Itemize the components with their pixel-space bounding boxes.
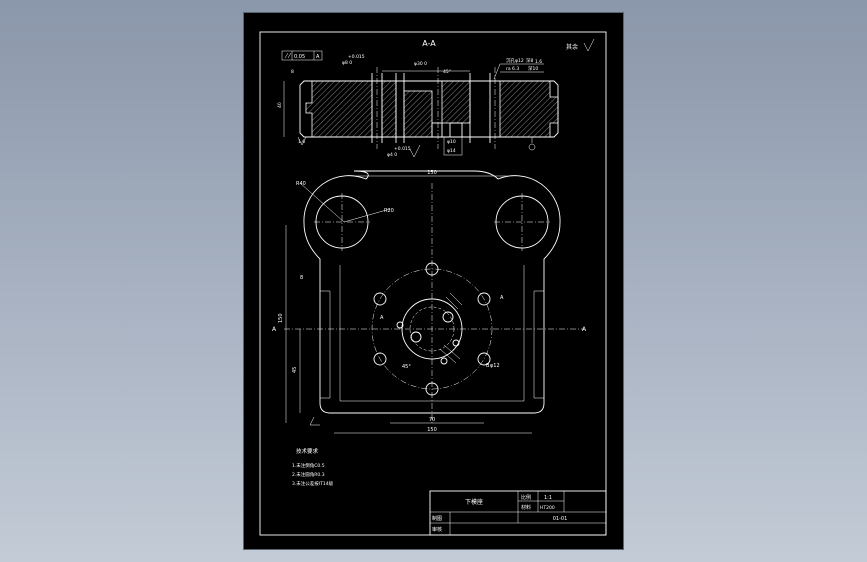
section-dim-phi10: φ10 [447, 139, 456, 145]
plan-dim-left-150: 150 [278, 313, 284, 323]
section-depth-8: 深8 [526, 57, 533, 64]
plan-label-b: B [486, 363, 490, 369]
bolt-circle [371, 268, 493, 390]
note-2: 2.未注圆角R0.3 [292, 471, 325, 478]
notes-title: 技术要求 [296, 447, 319, 455]
title-drawn-label: 制图 [432, 515, 442, 522]
plan-dim-top-150: 150 [427, 170, 437, 176]
section-ra: ra 6.3 [506, 66, 519, 72]
technical-notes: 技术要求 1.未注倒角C0.5 2.未注圆角R0.3 3.未注公差按IT14级 [292, 447, 334, 487]
section-dim-tol-2: +0.015 [394, 146, 411, 152]
title-code: 01-01 [553, 516, 568, 522]
hatch-mid-left [381, 80, 397, 138]
section-marker-right: A [582, 326, 587, 333]
pin-holes [396, 311, 460, 365]
section-rough-left: 1.6 [298, 139, 305, 145]
section-dim-phi30: φ30 0 [414, 61, 427, 67]
plan-dim-r20: R20 [384, 208, 394, 214]
section-dim-tol-1: +0.015 [348, 54, 365, 60]
roughness-symbol-icon [583, 38, 595, 52]
section-dim-phi4: φ4 0 [387, 152, 397, 158]
gdt-datum: A [316, 54, 320, 60]
mold-base-drawing: A-A 其余 0.05 A [259, 31, 607, 536]
title-check-label: 审核 [432, 526, 442, 533]
plan-dim-bottom-150: 150 [427, 427, 437, 433]
plan-dim-45: 45 [292, 367, 298, 373]
note-1: 1.未注倒角C0.5 [292, 462, 325, 469]
plan-dim-8: 8 [300, 275, 303, 281]
bolt-holes [373, 262, 491, 396]
title-part-name: 下模座 [465, 498, 483, 506]
section-view: A-A 其余 0.05 A [277, 38, 595, 158]
plan-dim-70: 70 [429, 417, 435, 423]
section-dim-phi8: φ8 0 [342, 60, 352, 66]
section-counterbore: 沉孔φ12 [506, 57, 524, 64]
title-scale-label: 比例 [521, 494, 531, 501]
hatch-left [305, 80, 373, 138]
section-dim-8: 8 [291, 69, 294, 75]
section-dim-phi14: φ14 [447, 148, 456, 154]
section-depth-10: 深10 [528, 65, 538, 72]
parallelism-icon [284, 52, 292, 59]
title-scale: 1:1 [544, 495, 552, 501]
section-title: A-A [422, 39, 436, 48]
title-block: 下模座 比例 1:1 材料 HT200 制图 审核 01-01 [429, 490, 607, 536]
plan-label-a-slot: A [500, 295, 504, 301]
center-bore [401, 298, 463, 360]
hatch-mid [403, 90, 433, 138]
plan-label-a-hole: A [380, 315, 384, 321]
plan-dim-phi12: φ12 [490, 363, 500, 369]
gdt-frame [281, 50, 323, 61]
title-material: HT200 [540, 505, 555, 511]
hatch-right [499, 80, 559, 138]
hatch-mid-right [441, 80, 471, 124]
roughness-note: 其余 [566, 43, 578, 51]
section-marker-left: A [272, 326, 277, 333]
section-dim-45deg: 45° [443, 69, 451, 75]
note-3: 3.未注公差按IT14级 [292, 480, 334, 487]
gdt-value: 0.05 [294, 54, 305, 60]
section-rough-right: 1.6 [535, 59, 542, 65]
section-dim-40: 40 [277, 102, 283, 108]
title-material-label: 材料 [521, 504, 531, 511]
drawing-sheet: A-A 其余 0.05 A [244, 13, 623, 549]
datum-symbol-icon [528, 137, 536, 151]
plan-view: 150 R40 R20 150 70 150 45° 45 φ12 8 A A … [272, 170, 587, 434]
plan-dim-45deg: 45° [402, 364, 411, 370]
